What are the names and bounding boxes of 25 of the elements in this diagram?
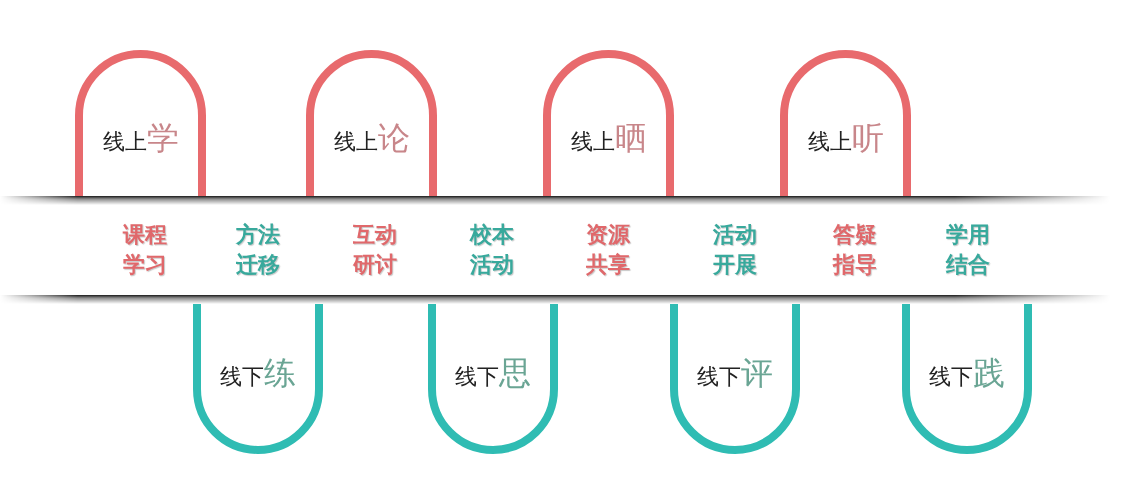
- stage-label: 线上论: [333, 121, 410, 159]
- u-frame: [902, 304, 1032, 454]
- stage-label: 线下练: [220, 356, 296, 394]
- stage-label: 线上听: [807, 121, 884, 159]
- stage-label: 线上学: [102, 121, 179, 159]
- stage-label: 线下思: [455, 356, 531, 394]
- stage-label: 线下践: [929, 356, 1005, 394]
- arch-frame: [543, 50, 674, 196]
- activity-label: 互动研讨: [353, 221, 397, 279]
- activity-label: 学用结合: [946, 221, 990, 279]
- stage-label: 线下评: [697, 356, 773, 394]
- arch-frame: [75, 50, 206, 196]
- band: [0, 196, 1110, 304]
- arch-frame: [306, 50, 437, 196]
- u-frame: [670, 304, 800, 454]
- stage-label: 线上晒: [570, 121, 647, 159]
- u-frame: [428, 304, 558, 454]
- u-frame: [193, 304, 323, 454]
- activity-label: 课程学习: [123, 221, 167, 279]
- activity-label: 方法迁移: [236, 221, 280, 279]
- activity-label: 答疑指导: [833, 221, 877, 279]
- activity-label: 活动开展: [713, 221, 757, 279]
- activity-label: 校本活动: [470, 221, 514, 279]
- activity-label: 资源共享: [586, 221, 630, 279]
- arch-frame: [780, 50, 911, 196]
